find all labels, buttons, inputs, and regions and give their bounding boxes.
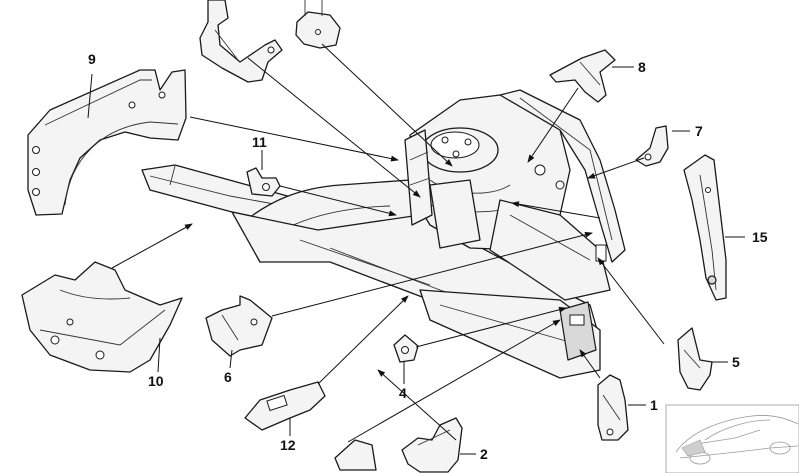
part-7-bracket [635, 125, 669, 167]
part-11-bracket [246, 167, 281, 197]
callout-6: 6 [224, 369, 232, 385]
callout-10: 10 [148, 373, 164, 389]
callout-15: 15 [752, 229, 768, 245]
wedge-block [334, 439, 377, 471]
upper-mounting-bracket [199, 0, 283, 83]
callout-12: 12 [280, 437, 296, 453]
callout-labels: 1 2 4 5 6 7 8 9 10 11 12 15 [88, 51, 768, 462]
part-6-bracket [205, 295, 273, 357]
front-body-structure [141, 89, 626, 379]
part-1-bracket [597, 374, 629, 441]
callout-5: 5 [732, 354, 740, 370]
callout-1: 1 [650, 397, 658, 413]
callout-11: 11 [252, 134, 267, 150]
callout-2: 2 [480, 446, 488, 462]
part-2-bracket [401, 417, 463, 473]
part-9-wheel-arch-panel [27, 69, 187, 216]
part-15-pillar-trim [683, 154, 727, 301]
callout-9: 9 [88, 51, 96, 67]
callout-7: 7 [695, 123, 703, 139]
part-12-block [244, 381, 326, 431]
callout-8: 8 [638, 59, 646, 75]
top-mount-bracket [295, 0, 341, 49]
part-5-bracket [677, 327, 713, 391]
part-10-splash-shield [21, 261, 183, 373]
part-4-plate [393, 334, 419, 363]
callout-4: 4 [399, 385, 407, 401]
part-8-bracket [549, 49, 616, 103]
vehicle-location-thumbnail [665, 404, 799, 473]
leader-lines [87, 43, 745, 455]
